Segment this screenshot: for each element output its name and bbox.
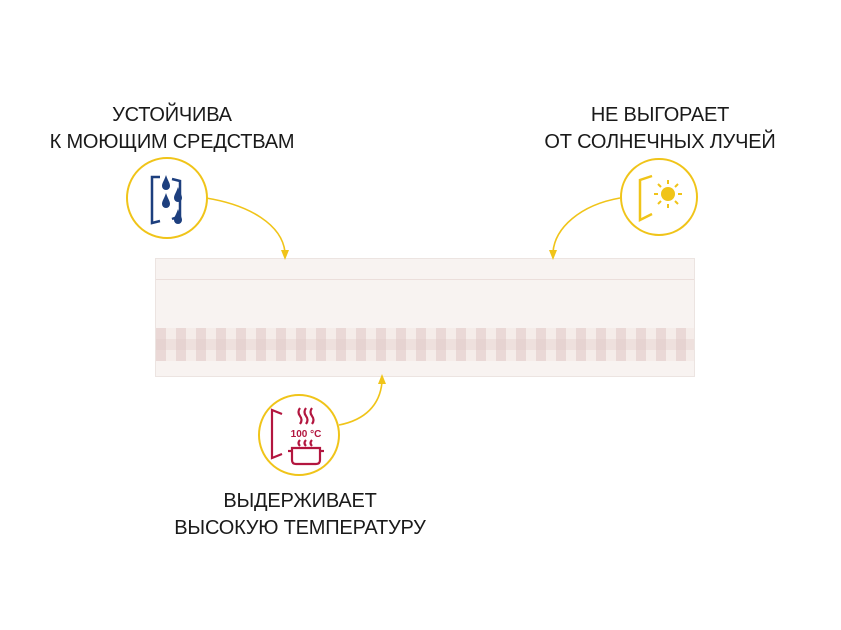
label-line: УСТОЙЧИВА [112, 104, 232, 126]
label-line: ВЫДЕРЖИВАЕТ [223, 490, 377, 512]
temperature-text: 100 °C [291, 429, 322, 440]
label-line: ОТ СОЛНЕЧНЫХ ЛУЧЕЙ [544, 131, 776, 153]
sun-badge [620, 158, 698, 236]
detergent-badge [126, 157, 208, 239]
water-drops-icon [150, 175, 182, 225]
arrow-heat [338, 381, 383, 426]
arrow-sun [552, 197, 621, 253]
label-line: ВЫСОКУЮ ТЕМПЕРАТУРУ [174, 517, 426, 539]
feature-label-sun: НЕ ВЫГОРАЕТ ОТ СОЛНЕЧНЫХ ЛУЧЕЙ [510, 102, 810, 156]
tile-mosaic-band [156, 328, 694, 361]
arrow-detergent [205, 197, 286, 253]
sun-icon [638, 174, 682, 223]
label-line: К МОЮЩИМ СРЕДСТВАМ [49, 131, 295, 153]
label-line: НЕ ВЫГОРАЕТ [590, 104, 730, 126]
heat-badge: 100 °C [258, 394, 340, 476]
feature-label-heat: ВЫДЕРЖИВАЕТ ВЫСОКУЮ ТЕМПЕРАТУРУ [150, 488, 450, 542]
hot-pot-icon: 100 °C [270, 407, 324, 466]
tile-border-product [155, 258, 695, 377]
tile-top-stripe [156, 259, 694, 280]
feature-label-detergent: УСТОЙЧИВА К МОЮЩИМ СРЕДСТВАМ [22, 102, 322, 156]
